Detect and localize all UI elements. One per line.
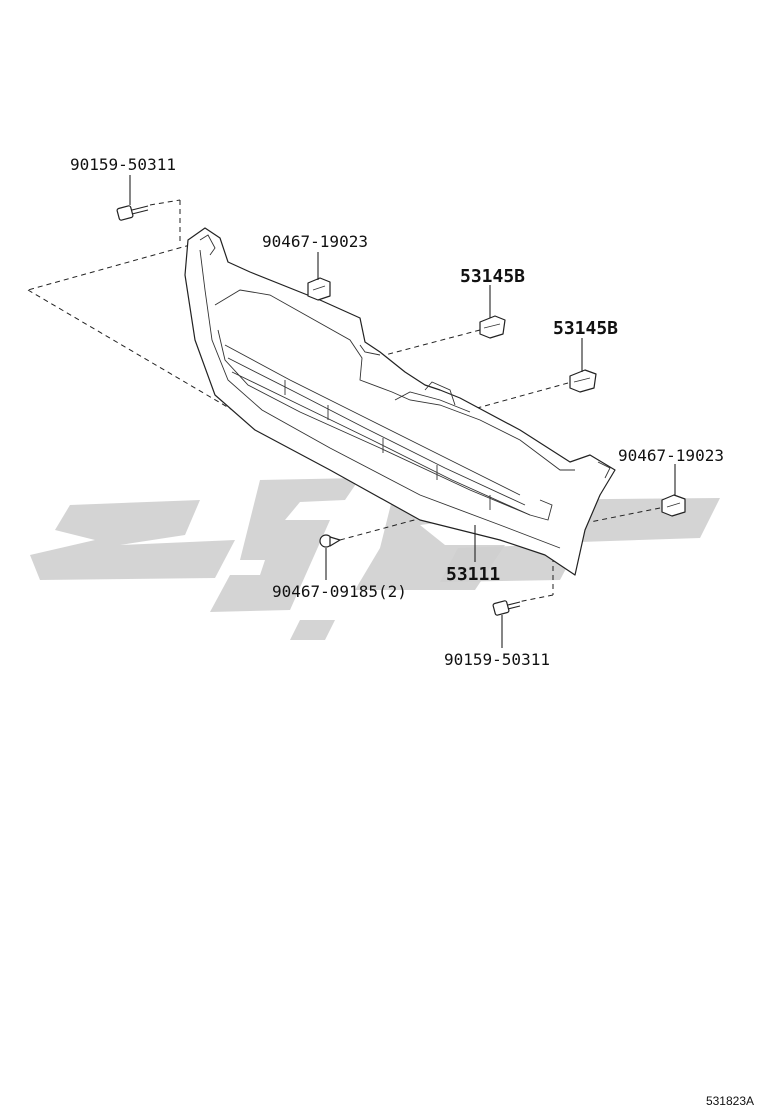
callout-clip-right: 90467-19023 bbox=[618, 446, 724, 465]
bolt-icon bbox=[116, 175, 149, 221]
clip-icon bbox=[661, 464, 686, 517]
retainer-icon bbox=[479, 285, 506, 339]
fastener-icon bbox=[319, 534, 341, 580]
callout-retainer-right: 53145B bbox=[553, 318, 618, 339]
callout-bolt-top-left: 90159-50311 bbox=[70, 155, 176, 174]
callout-retainer-upper: 53145B bbox=[460, 266, 525, 287]
callout-fastener-center: 90467-09185(2) bbox=[272, 582, 407, 601]
callout-bolt-bottom: 90159-50311 bbox=[444, 650, 550, 669]
clip-icon bbox=[307, 252, 331, 301]
watermark-logo bbox=[30, 478, 720, 640]
retainer-icon bbox=[569, 338, 597, 393]
figure-number: 531823A bbox=[706, 1094, 754, 1108]
grille-53111-drawing bbox=[184, 227, 616, 576]
bolt-icon bbox=[492, 600, 521, 648]
callout-grille: 53111 bbox=[446, 564, 500, 585]
callout-clip-upper-left: 90467-19023 bbox=[262, 232, 368, 251]
